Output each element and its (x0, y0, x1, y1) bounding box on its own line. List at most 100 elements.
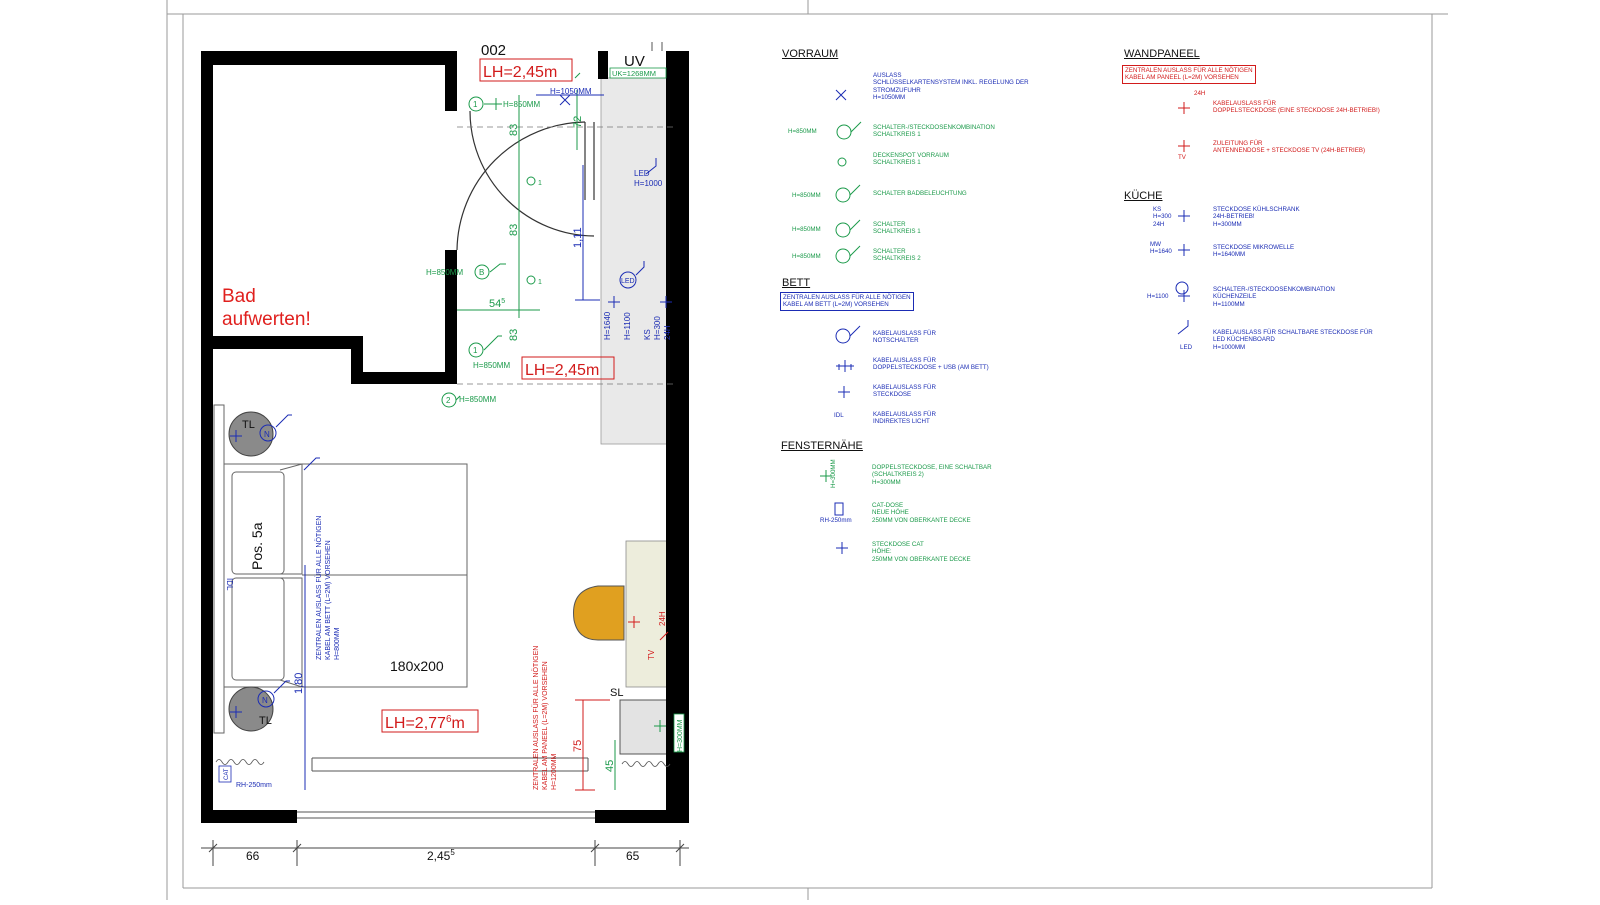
entrance-jambs (651, 42, 663, 51)
legend-kueche-e1: STECKDOSE KÜHLSCHRANK 24H-BETRIEB! H=300… (1213, 206, 1300, 228)
door-swing-arcs (456, 110, 595, 251)
h850-b: H=850MM (426, 268, 463, 277)
legend-vorraum-e5-h: H=850MM (792, 226, 821, 233)
sink (619, 699, 673, 755)
corridor-area (600, 77, 675, 445)
legend-bett-e1: KABELAUSLASS FÜR NOTSCHALTER (873, 330, 936, 345)
bed-note: ZENTRALEN AUSLASS FÜR ALLE NÖTIGEN KABEL… (315, 514, 341, 660)
legend-fenster-e2: CAT-DOSE NEUE HÖHE 250MM VON OBERKANTE D… (872, 502, 971, 524)
legend-vorraum-e2-h: H=850MM (788, 128, 817, 135)
sym-i-bottom: 1 (538, 279, 542, 286)
legend-symbols (820, 89, 1190, 554)
sym-b: B (479, 268, 484, 277)
radiators (215, 759, 671, 767)
legend-wandpaneel-e1-sym: 24H (1194, 90, 1206, 97)
legend-wandpaneel-e2-sym: TV (1178, 154, 1186, 161)
n-bottom: N (262, 696, 268, 705)
sym-1-top: 1 (473, 100, 478, 109)
bad-note-line2: aufwerten! (222, 309, 311, 330)
legend-vorraum-e4-h: H=850MM (792, 192, 821, 199)
legend-title-wandpaneel: WANDPANEEL (1124, 48, 1200, 60)
n-top: N (264, 430, 270, 439)
nightstand-bottom (228, 686, 274, 732)
legend-title-kueche: KÜCHE (1124, 190, 1163, 202)
dim-83a: 83 (508, 124, 520, 136)
dim-111: 1,11 (572, 227, 584, 248)
legend-kueche-e3: SCHALTER-/STECKDOSENKOMBINATION KÜCHENZE… (1213, 286, 1335, 308)
dim-66: 66 (246, 849, 260, 863)
cat-label: CAT (224, 768, 230, 780)
led-label: LED (634, 169, 650, 178)
legend-title-vorraum: VORRAUM (782, 48, 839, 60)
dim-83b: 83 (508, 224, 520, 236)
dim-83c: 83 (508, 329, 520, 341)
legend-bett-e3: KABELAUSLASS FÜR STECKDOSE (873, 384, 936, 399)
lh-bad-label: LH=2,45m (525, 362, 599, 379)
legend-kueche-e1-sym: KS H=300 24H (1153, 206, 1172, 228)
legend-kueche-e4-sym: LED (1180, 344, 1193, 351)
ks-label: KS (643, 329, 652, 340)
h850-top: H=850MM (503, 100, 540, 109)
legend-vorraum-e3: DECKENSPOT VORRAUM SCHALTKREIS 1 (873, 152, 949, 167)
legend-vorraum-e6-h: H=850MM (792, 253, 821, 260)
uk-label: UK=1268MM (612, 69, 656, 78)
nightstand-top (228, 411, 274, 457)
legend-vorraum-e1: AUSLASS SCHLÜSSELKARTENSYSTEM INKL. REGE… (873, 72, 1029, 102)
bed-note-text: ZENTRALEN AUSLASS FÜR ALLE NÖTIGEN (315, 516, 323, 660)
cat-outlet-symbol (218, 765, 232, 783)
lh-room-box (381, 709, 479, 733)
dim-180: 1,80 (293, 673, 305, 694)
chair (573, 585, 625, 641)
dim-72: 72 (572, 116, 584, 128)
legend-wandpaneel-e2: ZULEITUNG FÜR ANTENNENDOSE + STECKDOSE T… (1213, 140, 1366, 155)
legend-vorraum-e5: SCHALTER SCHALTKREIS 1 (873, 221, 921, 236)
legend-title-fenster: FENSTERNÄHE (781, 440, 863, 452)
legend-bett-e2: KABELAUSLASS FÜR DOPPELSTECKDOSE + USB (… (873, 357, 989, 372)
h850-d: H=850MM (459, 395, 496, 404)
h1640: H=1640 (603, 311, 612, 340)
legend-bett-e4-sym: IDL (834, 412, 844, 419)
led-circle-label: LED (621, 278, 635, 285)
h24-tv-label: 24H (658, 611, 667, 626)
h1050: H=1050MM (550, 87, 592, 96)
rh250-label: RH-250mm (236, 782, 272, 789)
h300mm-label: H=300MM (677, 719, 684, 752)
sheet-frame (166, 0, 1448, 900)
panel-note: ZENTRALEN AUSLASS FÜR ALLE NÖTIGEN KABEL… (532, 644, 558, 790)
legend-fenster-e3: STECKDOSE CAT HÖHE: 250MM VON OBERKANTE … (872, 541, 971, 563)
switch-symbols (441, 96, 536, 408)
tv-label: TV (647, 649, 656, 660)
lh-room-label: LH=2,776m (385, 714, 465, 732)
led-h: H=1000 (634, 179, 663, 188)
legend-bett-e4: KABELAUSLASS FÜR INDIREKTES LICHT (873, 411, 936, 426)
outlet-symbols-blue (230, 94, 672, 718)
blue-dimensions (304, 94, 604, 790)
sym-i-top: 1 (538, 180, 542, 187)
legend-vorraum-e4: SCHALTER BADBELEUCHTUNG (873, 190, 967, 197)
h300mm-box (673, 713, 685, 753)
legend-title-bett: BETT (782, 277, 811, 289)
h850-c: H=850MM (473, 361, 510, 370)
lh-bad-box (521, 356, 615, 380)
legend-fenster-e1-h: H=300MM (830, 459, 837, 488)
h300-label: H=300 (653, 316, 662, 340)
room-number: 002 (481, 42, 506, 59)
window (297, 757, 595, 819)
legend-kueche-e4: KABELAUSLASS FÜR SCHALTBARE STECKDOSE FÜ… (1213, 329, 1373, 351)
h24-label: 24H (663, 325, 672, 340)
tl-bottom: TL (259, 715, 272, 727)
green-dimensions (457, 72, 581, 318)
dim-65: 65 (626, 849, 640, 863)
legend-wandpaneel-e1: KABELAUSLASS FÜR DOPPELSTECKDOSE (EINE S… (1213, 100, 1380, 115)
uv-label: UV (624, 53, 645, 70)
legend-wandpaneel-box: ZENTRALEN AUSLASS FÜR ALLE NÖTIGEN KABEL… (1122, 65, 1256, 84)
bed-size: 180x200 (390, 658, 444, 674)
bad-note-line1: Bad (222, 286, 256, 307)
legend-fenster-e2-h: RH-250mm (820, 517, 852, 524)
walls (201, 51, 689, 823)
uk-box (609, 67, 667, 79)
dim-75: 75 (572, 740, 584, 752)
sym-2: 2 (446, 396, 451, 405)
